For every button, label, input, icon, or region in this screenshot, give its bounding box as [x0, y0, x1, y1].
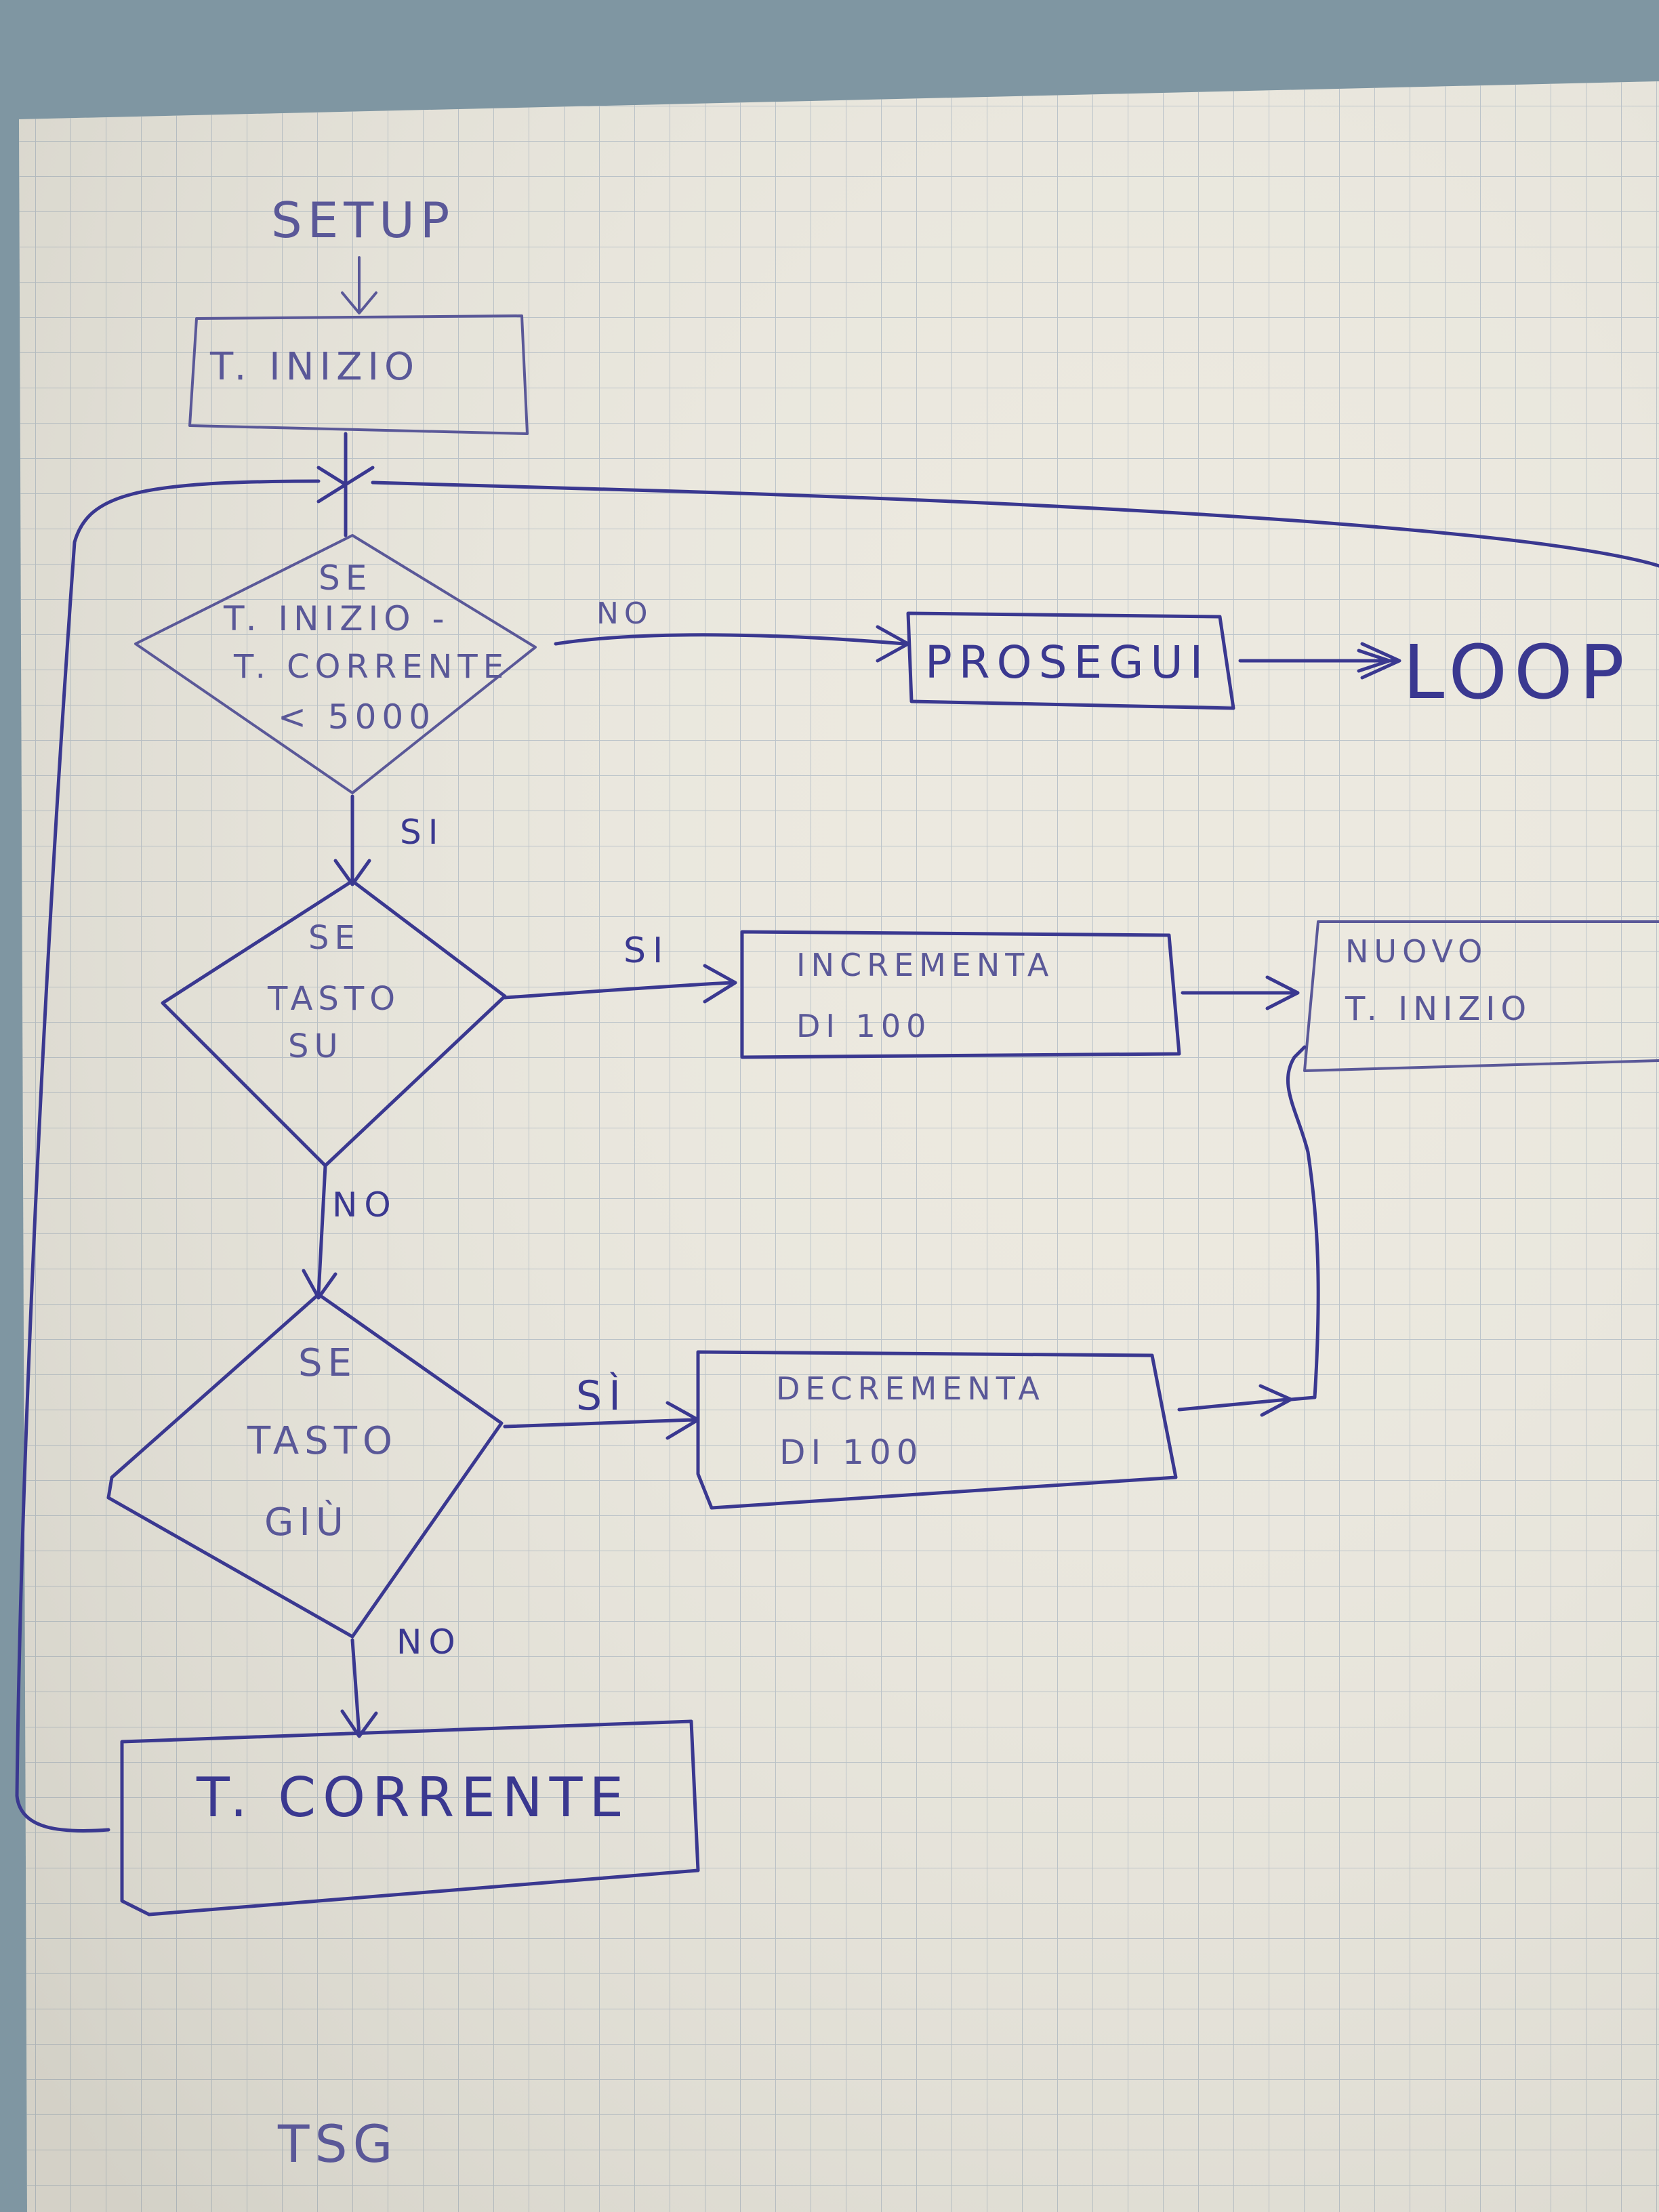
loop-junction-arrow: [316, 432, 375, 537]
setup-arrow: [341, 256, 377, 314]
nuovo-line2: T. INIZIO: [1345, 990, 1532, 1028]
decision-tasto-su: SE TASTO SU: [161, 879, 507, 1168]
decision3-line3: GIÙ: [264, 1500, 349, 1544]
decision2-line1: SE: [308, 919, 361, 957]
t-inizio-label: T. INIZIO: [209, 345, 419, 389]
decrementa-box: DECREMENTA DI 100: [696, 1350, 1178, 1510]
incrementa-box: INCREMENTA DI 100: [740, 930, 1181, 1059]
t-corrente-box: T. CORRENTE: [120, 1719, 700, 1917]
decision1-no-label: NO: [596, 596, 653, 631]
decision3-line1: SE: [298, 1341, 357, 1385]
no-arrow-to-t-corrente: [340, 1638, 378, 1738]
prosegui-box: PROSEGUI: [906, 611, 1235, 710]
decision1-line1: SE: [319, 558, 372, 598]
return-line-from-right: [371, 480, 1659, 568]
decision1-line3: T. CORRENTE: [233, 648, 509, 686]
arrow-to-loop: [1238, 642, 1401, 680]
decision2-yes-label: SI: [623, 930, 670, 971]
decision2-line2: TASTO: [267, 980, 401, 1018]
no-arrow-to-decision3: [302, 1164, 337, 1300]
decision2-no-label: NO: [332, 1185, 398, 1225]
t-inizio-box: T. INIZIO: [188, 314, 529, 435]
decision2-line3: SU: [288, 1027, 344, 1065]
yes-arrow-to-incrementa: [503, 964, 737, 1004]
decision3-yes-label: SÌ: [576, 1371, 628, 1420]
yes-arrow-to-decision2: [333, 794, 371, 886]
incrementa-line2: DI 100: [796, 1008, 931, 1044]
setup-label: SETUP: [271, 192, 455, 249]
paper-shading: [19, 81, 1659, 2212]
decision3-no-label: NO: [396, 1622, 462, 1662]
t-corrente-label: T. CORRENTE: [196, 1766, 630, 1829]
decrementa-to-nuovo-path: [1177, 1045, 1320, 1417]
nuovo-line1: NUOVO: [1345, 933, 1488, 970]
arrow-to-nuovo: [1181, 975, 1300, 1010]
decision-time-check: SE T. INIZIO - T. CORRENTE < 5000: [134, 534, 537, 794]
loop-back-line: [15, 479, 321, 1832]
signature: TSG: [277, 2114, 398, 2174]
decision3-line2: TASTO: [247, 1419, 398, 1463]
nuovo-t-inizio-box: NUOVO T. INIZIO: [1303, 920, 1659, 1072]
decision-tasto-giu: SE TASTO GIÙ: [106, 1292, 504, 1639]
decrementa-line2: DI 100: [779, 1433, 924, 1472]
decision1-line2: T. INIZIO -: [223, 599, 450, 638]
loop-label: LOOP: [1403, 629, 1631, 716]
decision1-line4: < 5000: [278, 697, 436, 737]
prosegui-label: PROSEGUI: [925, 636, 1210, 689]
decrementa-line1: DECREMENTA: [776, 1370, 1045, 1407]
decision1-yes-label: SI: [400, 813, 445, 852]
incrementa-line1: INCREMENTA: [796, 947, 1054, 983]
